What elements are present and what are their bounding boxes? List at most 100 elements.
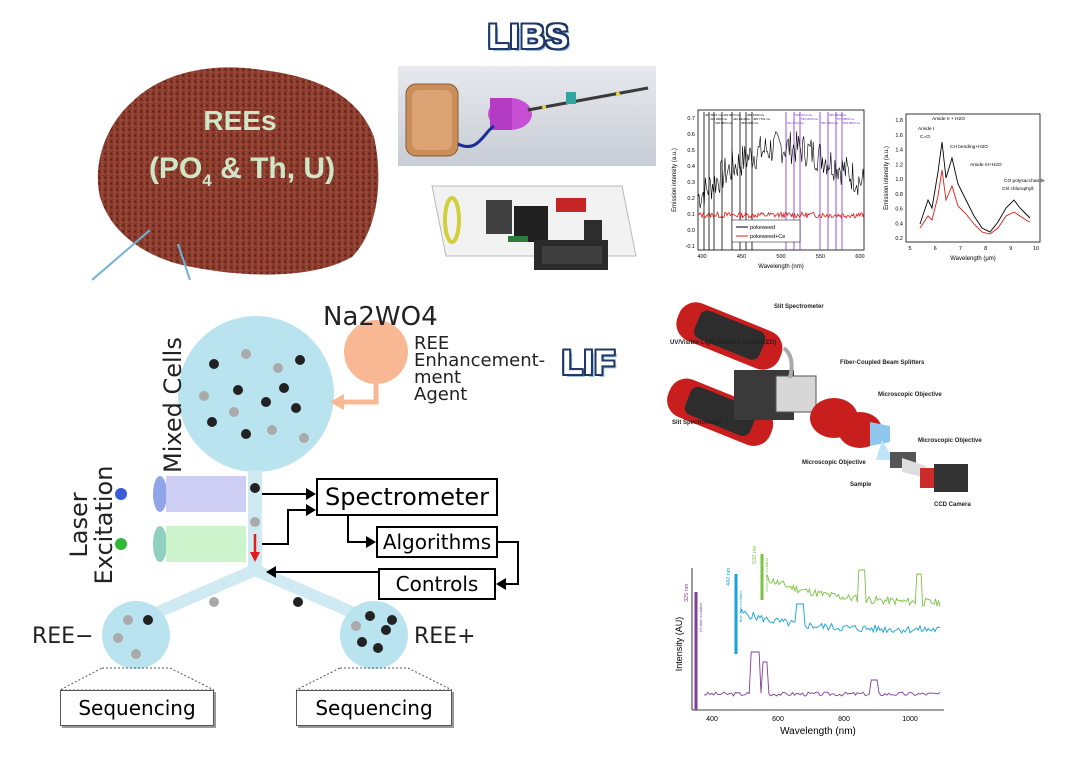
libs-peak-label: 489.9790 Ce xyxy=(747,113,765,117)
ir-ytick: 1.8 xyxy=(895,118,903,124)
algorithms-box: Algorithms xyxy=(376,526,498,558)
lif-laser-note-0: UV laser excitation xyxy=(699,603,703,632)
ir-xtick: 10 xyxy=(1033,246,1039,252)
libs-system-render xyxy=(398,66,656,166)
ir-ytick: 1.0 xyxy=(895,177,903,183)
lif-laser-label-532: 532 nm xyxy=(752,545,758,564)
sequencing-right: Sequencing xyxy=(296,690,452,726)
lif-label-0: Slit Spectrometer xyxy=(774,304,824,310)
libs-ytick: -0.1 xyxy=(686,244,695,250)
ir-ytick: 0.2 xyxy=(895,236,903,242)
lif-laser-label-325: 325 nm xyxy=(684,583,690,602)
lif-series-uv xyxy=(703,651,941,697)
libs-peak-label: 495.7791 Ce xyxy=(753,117,771,121)
libs-legend-0: pokeweed xyxy=(750,225,775,231)
mixed-cells-circle xyxy=(178,316,334,472)
libs-heading: LIBS xyxy=(488,18,570,56)
lif-label-1: UV/Visible Light Sources (Laser/LED) xyxy=(670,340,776,346)
ir-ytick: 0.4 xyxy=(895,221,903,227)
ir-annotation: Chl chlorophyll xyxy=(1002,186,1033,192)
ir-xtick: 6 xyxy=(934,246,937,252)
lif-laser-label-442: 442 nm xyxy=(726,567,732,586)
libs-xtick: 450 xyxy=(737,254,746,260)
libs-ytick: 0.3 xyxy=(687,180,695,186)
libs-ytick: 0.1 xyxy=(687,212,695,218)
libs-ytick: 0.7 xyxy=(687,116,695,122)
laser-excitation-label: Laser Excitation xyxy=(65,465,118,585)
libs-peak-label: 456.2350 Ce xyxy=(741,121,759,125)
lif-xtick: 1000 xyxy=(902,716,918,723)
lif-xtick: 400 xyxy=(706,716,718,723)
libs-peak-label: 593.6893 Ce xyxy=(843,121,861,125)
lif-label-8: CCD Camera xyxy=(934,502,971,508)
ir-annotation: C=O xyxy=(920,134,930,140)
cells xyxy=(199,349,309,443)
lif-device-render: Slit Spectrometer UV/Visible Light Sourc… xyxy=(664,296,984,516)
libs-peak-label: 531.0712 Ce xyxy=(795,113,813,117)
libs-ytick: 0.2 xyxy=(687,196,695,202)
libs-peak-label: 577.0580 Ce xyxy=(837,117,855,121)
libs-peak-label: 446.0210 Ce xyxy=(733,117,751,121)
libs-peak-label: 556.2593 Ce xyxy=(821,121,839,125)
libs-series-pokeweed-ce xyxy=(697,210,865,219)
ir-annotation: CO polysaccharide xyxy=(1004,178,1045,184)
libs-series-pokeweed xyxy=(697,131,865,209)
enhancement-agent-circle xyxy=(344,320,408,384)
lif-label-2: Fiber-Coupled Beam Splitters xyxy=(840,360,925,366)
agent-label: REE Enhancement- ment Agent xyxy=(414,333,546,405)
lif-heading: LIF xyxy=(562,344,616,382)
lif-label-3: Microscopic Objective xyxy=(878,392,942,398)
ir-series-red xyxy=(919,169,1031,235)
libs-spectrometer-render xyxy=(422,176,640,286)
libs-xtick: 500 xyxy=(776,254,785,260)
libs-xtick: 550 xyxy=(816,254,825,260)
lif-xtick: 600 xyxy=(772,716,784,723)
ir-xtick: 7 xyxy=(959,246,962,252)
libs-xlabel: Wavelength (nm) xyxy=(758,264,803,270)
lif-xlabel: Wavelength (nm) xyxy=(780,726,856,737)
ree-rock-image: REEs (PO4 & Th, U) xyxy=(91,62,382,282)
libs-ytick: 0.6 xyxy=(687,132,695,138)
ir-annotation: Amide II + H2O xyxy=(932,116,965,122)
ir-xtick: 5 xyxy=(908,246,911,252)
libs-ytick: 0.4 xyxy=(687,164,695,170)
lif-label-6: Microscopic Objective xyxy=(802,460,866,466)
reagent-label: Na2WO4 xyxy=(323,302,438,332)
libs-xtick: 600 xyxy=(855,254,864,260)
rock-label-line2: (PO4 & Th, U) xyxy=(149,152,335,190)
libs-ytick: 0.0 xyxy=(687,228,695,234)
ir-ytick: 1.6 xyxy=(895,133,903,139)
ir-xlabel: Wavelength (μm) xyxy=(950,256,996,262)
ir-annotation: CH bending+H2O xyxy=(950,144,988,150)
lif-series-blue xyxy=(739,603,941,635)
ir-annotation: Amide III+H2O xyxy=(970,162,1002,168)
lif-label-4: Slit Spectrometer xyxy=(672,420,722,426)
lif-series-green xyxy=(765,569,941,607)
libs-legend xyxy=(731,219,801,243)
ir-ytick: 0.6 xyxy=(895,207,903,213)
libs-xtick: 400 xyxy=(697,254,706,260)
cell-sorting-diagram xyxy=(0,290,540,753)
ir-ylabel: Emission intensity (a.u.) xyxy=(884,146,890,210)
ree-plus-label: REE+ xyxy=(414,624,476,649)
ir-xtick: 8 xyxy=(984,246,987,252)
ree-minus-label: REE− xyxy=(32,624,94,649)
ir-ytick: 1.2 xyxy=(895,162,903,168)
lif-laser-note-1: Blue laser excitation xyxy=(739,591,743,622)
lif-label-5: Microscopic Objective xyxy=(918,438,982,444)
libs-ylabel: Emission intensity (a.u.) xyxy=(672,148,678,212)
lif-label-7: Sample xyxy=(850,482,872,488)
spectrometer-box: Spectrometer xyxy=(316,478,498,516)
libs-peak-label: 511.0710 Ce xyxy=(787,121,804,125)
libs-peak-label: 418.6600 Ce xyxy=(715,121,733,125)
lif-ylabel: Intensity (AU) xyxy=(674,617,684,672)
rock-label-line1: REEs xyxy=(203,105,276,136)
libs-ytick: 0.5 xyxy=(687,148,695,154)
libs-peak-label: 535.3530 Ce xyxy=(801,117,819,121)
ir-xtick: 9 xyxy=(1009,246,1012,252)
controls-box: Controls xyxy=(378,568,496,600)
ir-annotation: Amide I xyxy=(918,126,934,132)
